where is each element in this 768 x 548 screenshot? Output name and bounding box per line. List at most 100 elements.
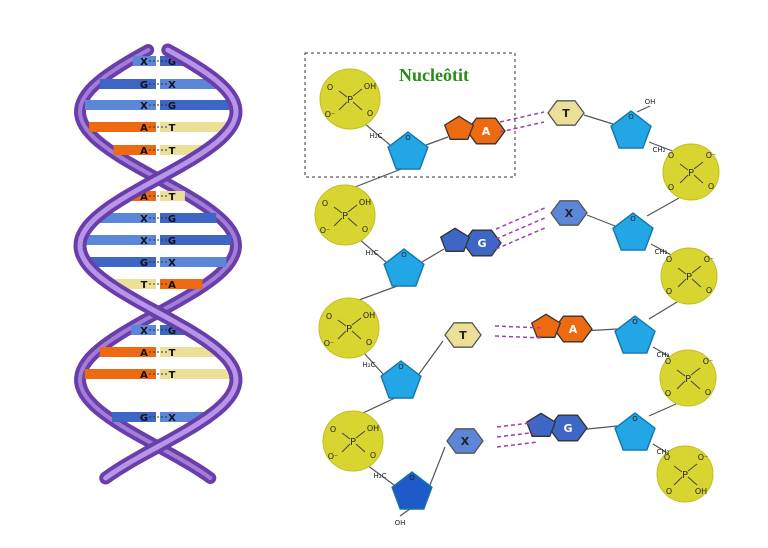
deoxyribose-sugar: O — [391, 471, 433, 510]
phosphate-circle — [318, 297, 380, 359]
atom-label: O — [330, 425, 336, 434]
bond — [677, 267, 687, 275]
sugar-pentagon — [387, 131, 429, 170]
nucleotide-highlight-box — [304, 52, 516, 178]
atom-label: O⁻ — [328, 452, 339, 461]
phosphate-p-label: P — [342, 211, 348, 222]
bond — [355, 430, 366, 439]
glycosidic-bond — [421, 248, 445, 263]
glycosidic-bond — [429, 446, 446, 486]
base-bar — [132, 56, 156, 66]
base-bar — [84, 100, 156, 110]
atom-label: O — [668, 183, 674, 192]
atom-label: O — [666, 287, 672, 296]
base-bar — [131, 191, 156, 201]
purine-five-ring — [530, 313, 562, 338]
base-bar — [113, 145, 156, 155]
atom-label: O — [370, 451, 376, 460]
phosphate-p-label: P — [347, 95, 353, 106]
ch2-label: H₂C — [370, 132, 383, 140]
backbone-bond — [652, 346, 673, 359]
base-bar — [160, 257, 227, 267]
bond — [679, 163, 689, 171]
nitrogenous-base-G: G — [439, 227, 502, 257]
base-bar — [160, 412, 204, 422]
atom-label: O — [665, 357, 671, 366]
bond — [693, 161, 704, 170]
bond — [676, 380, 686, 390]
pyrimidine-ring — [444, 322, 482, 348]
bond — [673, 476, 683, 486]
sugar-pentagon — [612, 212, 654, 251]
bond — [347, 204, 358, 213]
deoxyribose-sugar: O — [614, 412, 656, 451]
atom-label: O — [362, 225, 368, 234]
phosphate-p-label: P — [346, 324, 352, 335]
base-label: X — [168, 80, 176, 91]
base-label: G — [168, 57, 176, 68]
bond — [337, 319, 347, 327]
atom-label: O — [666, 255, 672, 264]
base-bar — [160, 213, 217, 223]
sugar-pentagon — [610, 110, 652, 149]
atom-label: O — [665, 389, 671, 398]
bond — [352, 101, 363, 111]
nitrogenous-base-T: T — [444, 322, 482, 348]
deoxyribose-sugar: O — [387, 131, 429, 170]
glycosidic-bond — [425, 136, 449, 146]
pyrimidine-ring — [547, 100, 585, 126]
sugar-pentagon — [614, 412, 656, 451]
bond — [355, 443, 366, 453]
base-bar — [99, 213, 156, 223]
base-bar — [160, 100, 232, 110]
bond — [341, 432, 351, 440]
atom-label: OH — [364, 82, 376, 91]
phosphate-p-label: P — [688, 168, 694, 179]
base-bar — [160, 191, 185, 201]
hydrogen-bond — [494, 335, 544, 339]
base-bar — [160, 145, 203, 155]
bond — [351, 317, 362, 326]
purine-five-ring — [443, 115, 475, 140]
base-label: G — [168, 326, 176, 337]
deoxyribose-sugar: O — [610, 110, 652, 149]
atom-label: O — [708, 182, 714, 191]
base-label: G — [168, 214, 176, 225]
atom-label: O — [630, 215, 636, 223]
base-bar — [160, 122, 227, 132]
base-label: G — [140, 80, 148, 91]
base-label: G — [563, 422, 572, 435]
ch2-label: CH₂ — [653, 146, 666, 154]
atom-label: O — [409, 474, 415, 482]
base-bar — [160, 79, 217, 89]
atom-label: OH — [367, 424, 379, 433]
backbone-bond — [358, 238, 387, 263]
atom-label: OH — [695, 487, 707, 496]
atom-label: O — [664, 453, 670, 462]
backbone-bond — [646, 197, 680, 217]
base-label: G — [168, 236, 176, 247]
phosphate-p-label: P — [682, 470, 688, 481]
deoxyribose-sugar: O — [614, 315, 656, 354]
phosphate-p-label: P — [686, 272, 692, 283]
purine-five-ring — [439, 227, 471, 252]
ch2-label: H₂C — [366, 249, 379, 257]
base-label: X — [140, 326, 148, 337]
atom-label: O — [405, 134, 411, 142]
atom-label: O⁻ — [324, 339, 335, 348]
ch2-label: H₂C — [363, 361, 376, 369]
base-label: G — [477, 237, 486, 250]
base-label: T — [169, 370, 176, 381]
hydrogen-bond — [499, 111, 545, 123]
phosphate-circle — [660, 247, 718, 305]
hydrogen-bond — [496, 441, 539, 448]
